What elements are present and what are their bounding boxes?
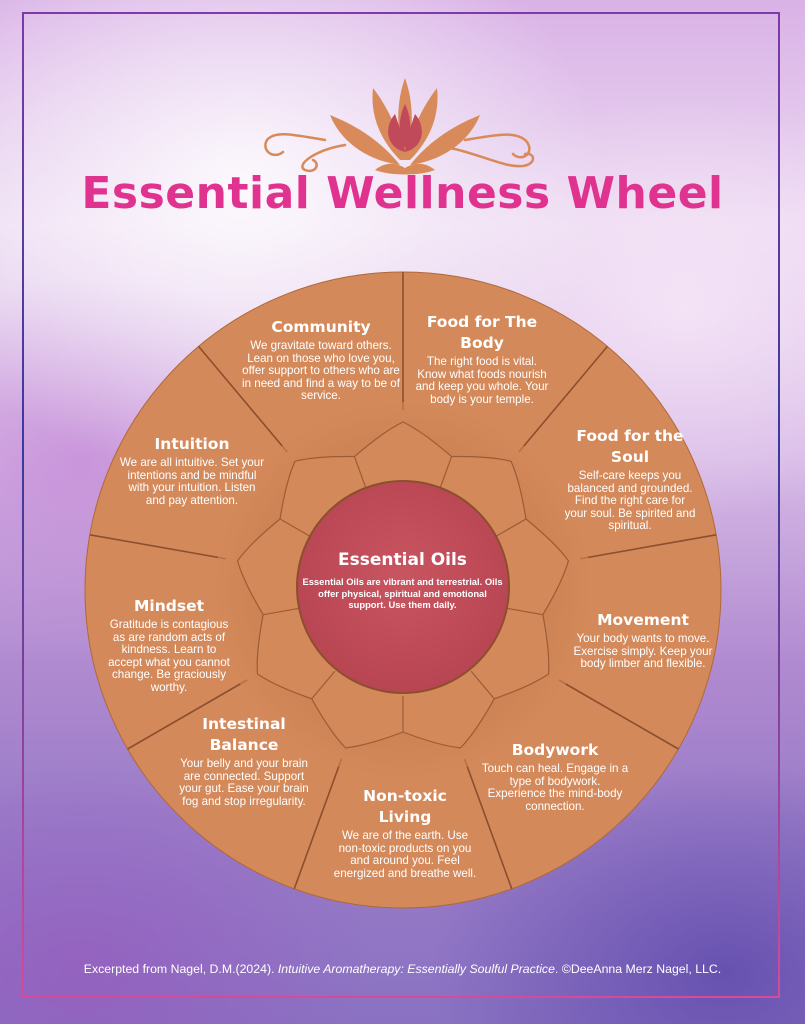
segment-community: Community We gravitate toward others. Le… xyxy=(240,317,402,403)
segment-title: Intuition xyxy=(154,435,230,453)
segment-divider xyxy=(197,345,288,453)
segment-food-body: Food for The Body The right food is vita… xyxy=(412,312,552,406)
segment-divider xyxy=(558,679,679,750)
segment-non-toxic: Non-toxic Living We are of the earth. Us… xyxy=(330,786,480,880)
segment-intuition: Intuition We are all intuitive. Set your… xyxy=(118,434,266,507)
petal-divider xyxy=(494,518,527,538)
segment-title: Non-toxic Living xyxy=(363,787,447,826)
segment-title: Intestinal Balance xyxy=(202,715,286,754)
segment-divider xyxy=(580,533,717,560)
footer-prefix: Excerpted from Nagel, D.M.(2024). xyxy=(83,962,278,976)
footer-citation: Excerpted from Nagel, D.M.(2024). Intuit… xyxy=(0,962,805,976)
segment-text: We are of the earth. Use non-toxic produ… xyxy=(333,829,477,880)
center-essential-oils: Essential Oils Essential Oils are vibran… xyxy=(300,550,505,611)
footer-suffix: . ©DeeAnna Merz Nagel, LLC. xyxy=(554,962,722,976)
segment-divider xyxy=(463,758,513,890)
petal-divider xyxy=(438,456,453,491)
segment-text: Your body wants to move. Exercise simply… xyxy=(573,632,713,671)
petal-divider xyxy=(279,518,312,538)
lotus-logo-icon xyxy=(264,78,535,175)
segment-title: Bodywork xyxy=(511,741,599,759)
segment-text: We gravitate toward others. Lean on thos… xyxy=(242,339,400,403)
segment-text: The right food is vital. Know what foods… xyxy=(415,355,549,406)
petal-divider xyxy=(353,456,368,491)
segment-bodywork: Bodywork Touch can heal. Engage in a typ… xyxy=(480,740,630,813)
segment-food-soul: Food for the Soul Self-care keeps you ba… xyxy=(563,426,697,533)
petal-divider xyxy=(507,607,543,616)
petal-divider xyxy=(263,607,299,616)
center-text: Essential Oils are vibrant and terrestri… xyxy=(302,576,503,610)
segment-title: Food for The Body xyxy=(426,313,538,352)
segment-intestinal: Intestinal Balance Your belly and your b… xyxy=(174,714,314,808)
segment-text: Your belly and your brain are connected.… xyxy=(179,757,309,808)
segment-text: Self-care keeps you balanced and grounde… xyxy=(564,469,696,533)
segment-text: Touch can heal. Engage in a type of body… xyxy=(481,762,629,813)
segment-text: We are all intuitive. Set your intention… xyxy=(119,456,265,507)
page-title: Essential Wellness Wheel xyxy=(81,168,724,219)
segment-divider xyxy=(293,758,343,890)
center-title: Essential Oils xyxy=(338,550,467,570)
segment-title: Food for the Soul xyxy=(576,427,684,466)
petal-divider xyxy=(311,670,336,700)
segment-movement: Movement Your body wants to move. Exerci… xyxy=(568,610,718,671)
segment-divider xyxy=(518,345,609,453)
segment-mindset: Mindset Gratitude is contagious as are r… xyxy=(104,596,234,695)
segment-text: Gratitude is contagious as are random ac… xyxy=(108,618,230,694)
segment-title: Movement xyxy=(597,611,689,629)
segment-divider xyxy=(127,679,248,750)
segment-title: Mindset xyxy=(133,597,204,615)
petal-divider xyxy=(470,670,495,700)
footer-book-title: Intuitive Aromatherapy: Essentially Soul… xyxy=(277,962,555,976)
segment-divider xyxy=(89,533,226,560)
segment-title: Community xyxy=(271,318,371,336)
center-circle xyxy=(296,480,510,694)
